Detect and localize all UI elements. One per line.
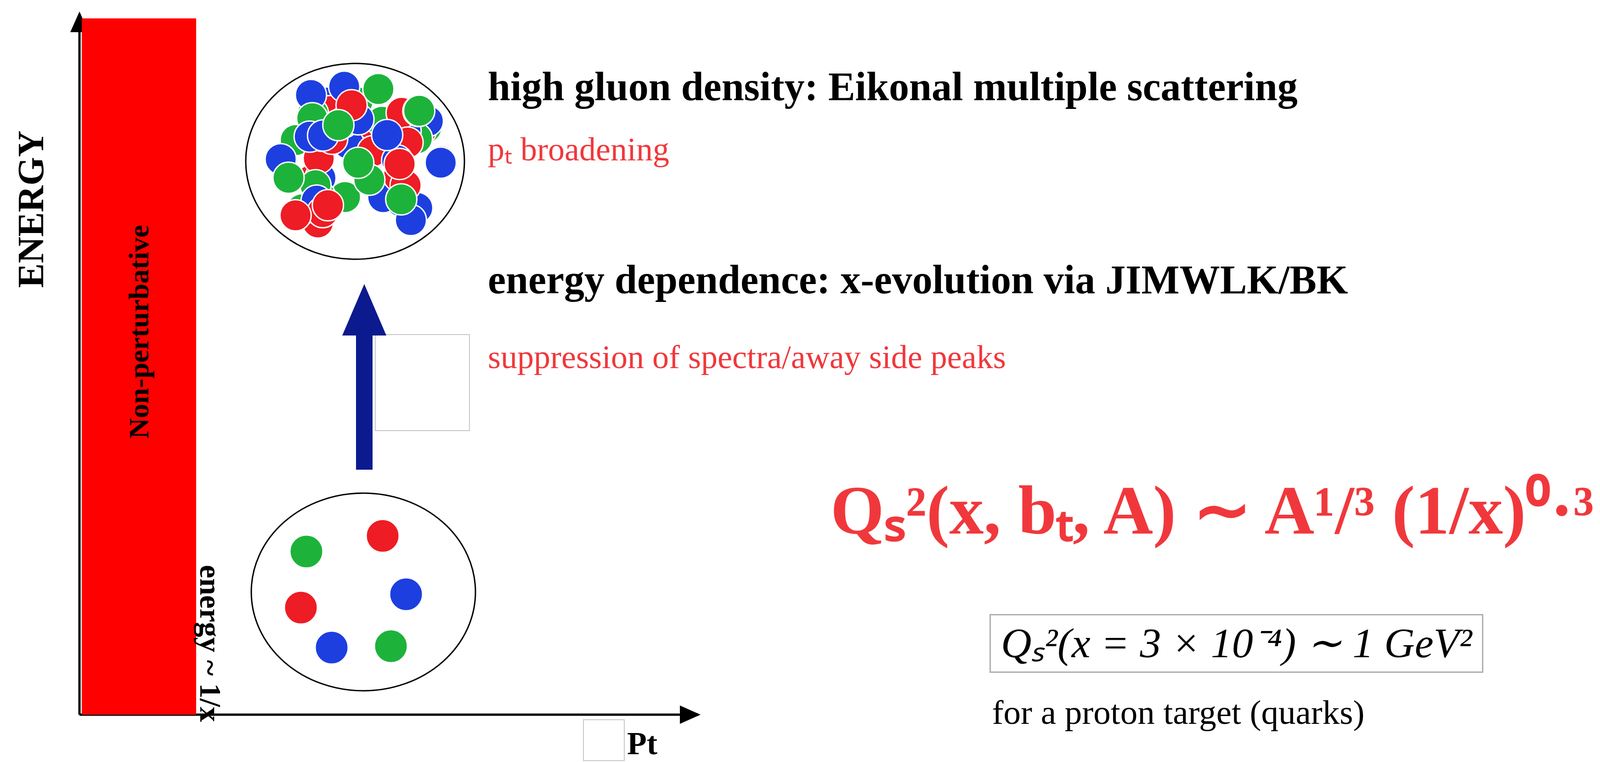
gluon-dot [342, 146, 374, 179]
effect-note: suppression of spectra/away side peaks [487, 338, 1007, 377]
dilute-partons [284, 519, 423, 664]
dense-proton [245, 63, 465, 260]
gluon-dot [384, 148, 416, 180]
gluon-dot [385, 183, 418, 215]
empty-box [583, 719, 625, 761]
gluon-dot [322, 109, 355, 141]
gluon-dot [371, 119, 403, 151]
effect-note: pₜ broadening [487, 130, 670, 169]
band-label: Non-perturbative [122, 225, 156, 439]
axis-title: ENERGY [9, 130, 52, 288]
value-text: Qₛ²(x = 3 × 10⁻⁴) ∼ 1 GeV² [1000, 618, 1472, 668]
gluon-dot [403, 95, 436, 127]
dilute-proton [251, 492, 476, 691]
nonperturbative-band: Non-perturbative [81, 18, 197, 715]
evolution-arrow [342, 283, 387, 470]
note: for a proton target (quarks) [992, 692, 1365, 732]
axis-note: energy ~ 1/x [192, 564, 228, 722]
gluon-dot [312, 189, 344, 221]
dense-gluons [265, 71, 457, 238]
axis-title: Pt [627, 724, 658, 762]
gluon-dot [272, 162, 305, 194]
empty-box [375, 334, 470, 431]
value-box: Qₛ²(x = 3 × 10⁻⁴) ∼ 1 GeV² [989, 613, 1484, 673]
gluon-dot [279, 199, 311, 232]
energy-axis [78, 13, 81, 715]
heading: high gluon density: Eikonal multiple sca… [487, 63, 1298, 110]
heading: energy dependence: x-evolution via JIMWL… [487, 256, 1348, 303]
gluon-dot [362, 73, 395, 105]
saturation-formula: Qₛ²(x, bₜ, A) ∼ A¹/³ (1/x)⁰·³ [830, 470, 1595, 550]
gluon-dot [424, 146, 457, 179]
